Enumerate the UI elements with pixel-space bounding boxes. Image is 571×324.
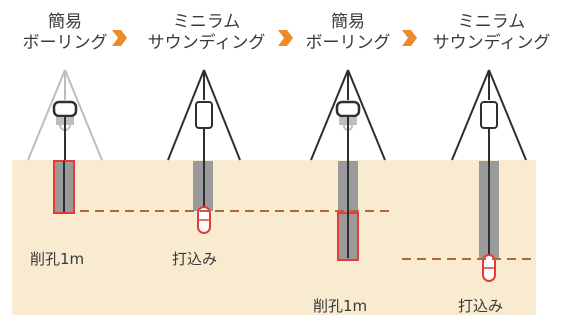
step-1-title: 簡易 ボーリング: [0, 12, 130, 54]
step-4-depth-label: 打込み: [458, 297, 504, 315]
step-1-depth-label: 削孔1m: [30, 250, 85, 268]
arrow-right-icon: [278, 30, 293, 46]
tripod-icon: [167, 69, 205, 161]
step-4-title-line2: サウンディング: [432, 33, 551, 53]
step-3-title-line1: 簡易: [331, 12, 365, 32]
step-4-rig: [451, 69, 527, 282]
step-2-depth-label: 打込み: [172, 250, 218, 268]
tripod-icon: [27, 69, 66, 161]
step-3-title-line2: ボーリング: [305, 33, 391, 53]
step-1-rig: [27, 69, 103, 214]
arrow-right-icon: [112, 30, 127, 46]
step-1-title-line2: ボーリング: [22, 33, 108, 53]
tripod-icon: [310, 69, 349, 161]
arrow-right-icon: [402, 30, 417, 46]
step-2-title-line1: ミニラム: [172, 12, 241, 32]
step-4-title: ミニラム サウンディング: [424, 12, 559, 54]
step-3-rig: [310, 69, 386, 261]
step-1-title-line1: 簡易: [48, 12, 82, 32]
step-2-title-line2: サウンディング: [147, 33, 266, 53]
step-2-title: ミニラム サウンディング: [139, 12, 274, 54]
drill-head-icon: [335, 100, 361, 118]
tripod-icon: [451, 69, 490, 161]
ground: [12, 160, 536, 315]
step-2-rig: [167, 69, 241, 234]
step-4-title-line1: ミニラム: [457, 12, 526, 32]
step-3-title: 簡易 ボーリング: [283, 12, 413, 54]
step-3-depth-label: 削孔1m: [313, 297, 368, 315]
